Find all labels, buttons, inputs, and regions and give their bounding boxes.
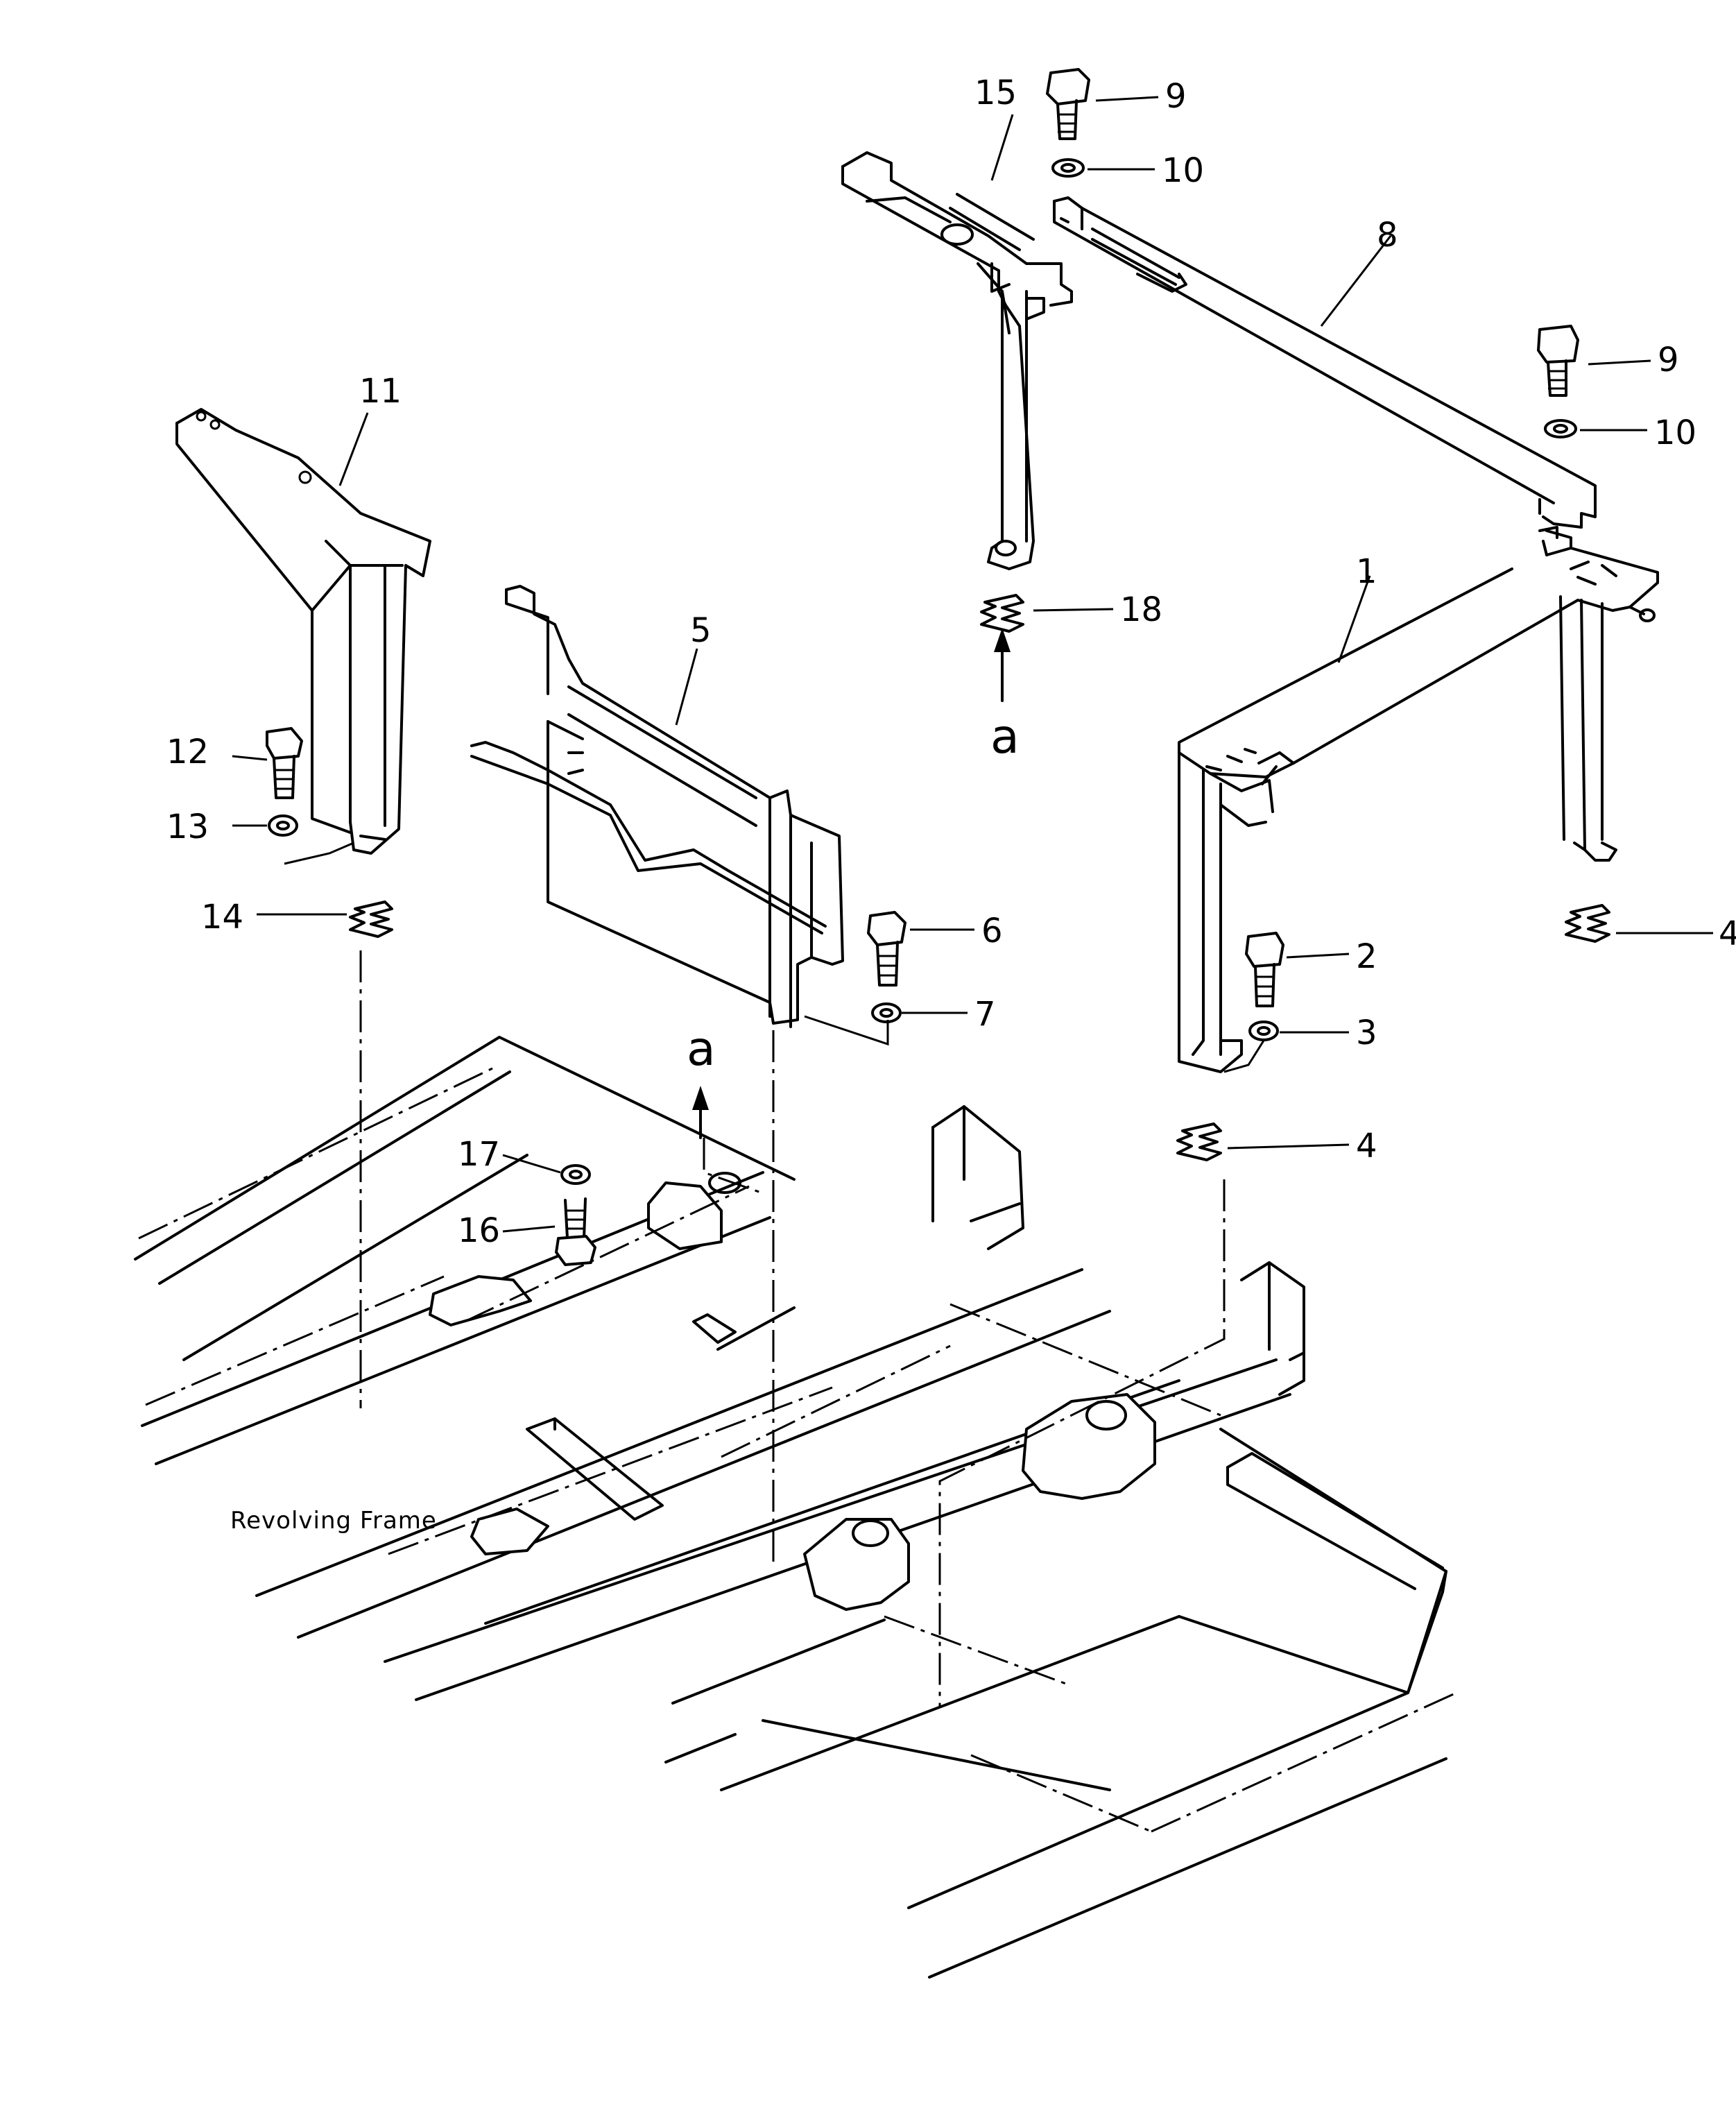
- label-15: 15: [974, 74, 1017, 112]
- label-11: 11: [359, 372, 402, 411]
- part-11-support-left: [175, 408, 431, 855]
- label-7: 7: [974, 995, 996, 1034]
- bolt-9-right: [1537, 325, 1579, 397]
- label-12: 12: [166, 733, 209, 771]
- label-14: 14: [201, 898, 243, 937]
- bolt-16: [555, 1197, 596, 1266]
- bolt-12: [266, 727, 303, 799]
- bolt-9-top: [1046, 68, 1090, 140]
- label-4-bottom: 4: [1356, 1127, 1377, 1166]
- leader-lines: [232, 96, 1713, 1233]
- view-arrow-top: [994, 628, 1011, 702]
- label-17: 17: [458, 1135, 500, 1174]
- washer-10-top: [1051, 158, 1085, 178]
- view-label-a-top: a: [990, 710, 1020, 765]
- bolt-6: [867, 911, 906, 987]
- revolving-frame-caption: Revolving Frame: [230, 1507, 437, 1535]
- label-18: 18: [1120, 590, 1162, 629]
- label-4-right: 4: [1719, 914, 1736, 953]
- washer-13: [268, 814, 298, 837]
- washer-17: [560, 1164, 591, 1185]
- label-9-right: 9: [1658, 341, 1679, 379]
- label-5: 5: [690, 611, 712, 650]
- view-label-a-bottom: a: [687, 1022, 716, 1077]
- washer-3: [1248, 1021, 1279, 1041]
- label-9-top: 9: [1165, 77, 1187, 116]
- shim-4-bottom: [1176, 1122, 1222, 1161]
- shim-4-right: [1565, 904, 1610, 943]
- label-3: 3: [1356, 1014, 1377, 1052]
- label-8: 8: [1377, 216, 1398, 255]
- washer-10-right: [1544, 419, 1577, 438]
- label-1: 1: [1356, 552, 1377, 591]
- label-2: 2: [1356, 937, 1377, 976]
- assembly-centerlines: [138, 950, 1457, 1833]
- label-16: 16: [458, 1211, 500, 1250]
- washer-7: [871, 1002, 902, 1023]
- bolt-2: [1245, 932, 1284, 1007]
- shim-18: [980, 594, 1024, 633]
- label-10-top: 10: [1162, 151, 1204, 190]
- revolving-frame: [134, 1036, 1447, 1979]
- shim-14: [349, 900, 393, 938]
- part-1-frame-assembly: [1178, 526, 1659, 1073]
- part-5-bracket-frame: [470, 585, 844, 1028]
- view-arrow-bottom: [692, 1086, 709, 1139]
- part-8-cross-member: [1053, 196, 1597, 529]
- label-13: 13: [166, 808, 209, 846]
- label-6: 6: [981, 912, 1003, 950]
- part-number-labels: 15 9 10 8 9 10 1 18 11 5 12 13 14 6 7 2 …: [166, 74, 1736, 1535]
- label-10-right: 10: [1654, 413, 1696, 452]
- part-15-support-rear: [841, 151, 1073, 570]
